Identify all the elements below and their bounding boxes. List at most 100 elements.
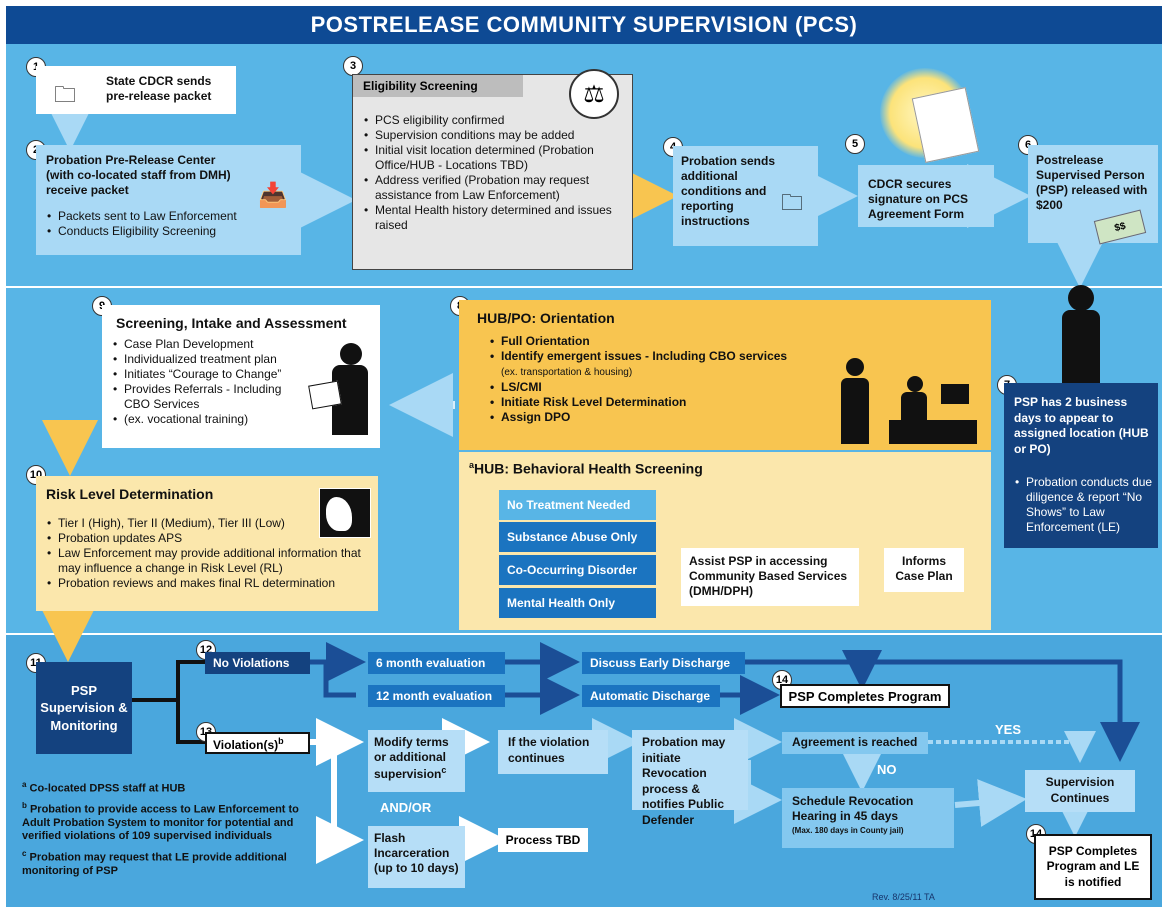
step-6-box: Postrelease Supervised Person (PSP) rele…	[1028, 145, 1158, 245]
footnote-text: Probation to provide access to Law Enfor…	[22, 803, 299, 842]
list-item-sub: (ex. vocational training)	[112, 412, 290, 427]
option-no-treatment: No Treatment Needed	[499, 490, 656, 520]
agreement-reached-box: Agreement is reached	[782, 732, 928, 754]
list-item: PCS eligibility confirmed	[363, 113, 629, 128]
schedule-text: Schedule Revocation Hearing in 45 days	[792, 794, 914, 823]
process-tbd-box: Process TBD	[498, 828, 588, 852]
step-5-text: CDCR secures signature on PCS Agreement …	[868, 177, 969, 221]
informs-case-plan-box: Informs Case Plan	[884, 548, 964, 592]
list-item: Mental Health history determined and iss…	[363, 203, 629, 233]
step-1-box: 🗀 State CDCR sends pre-release packet	[36, 66, 236, 114]
violation-continues-box: If the violation continues	[498, 730, 608, 774]
list-item: Individualized treatment plan	[112, 352, 290, 367]
list-item: Law Enforcement may provide additional i…	[46, 546, 376, 576]
footnote-c: c Probation may request that LE provide …	[22, 849, 322, 878]
list-item: Provides Referrals - Including CBO Servi…	[112, 382, 290, 412]
list-item: LS/CMI	[489, 380, 819, 395]
person-body	[1062, 310, 1100, 390]
list-item-sub: (ex. transportation & housing)	[501, 367, 633, 378]
footnote-text: Probation may request that LE provide ad…	[22, 851, 287, 877]
list-item: Probation updates APS	[46, 531, 376, 546]
footnote-mark: c	[22, 848, 27, 858]
step-number: 3	[343, 56, 363, 76]
step-8-title: HUB/PO: Orientation	[477, 310, 615, 326]
list-item: Tier I (High), Tier II (Medium), Tier II…	[46, 516, 376, 531]
step-11-box: PSP Supervision & Monitoring	[36, 662, 132, 754]
option-mental-health: Mental Health Only	[499, 588, 656, 618]
list-item: Probation conducts due diligence & repor…	[1014, 475, 1154, 535]
footnote-mark: a	[22, 780, 27, 789]
step-3-box: Eligibility Screening ⚖ PCS eligibility …	[352, 69, 633, 270]
step-2-title: Probation Pre-Release Center (with co-lo…	[46, 153, 231, 197]
step-9-list: Case Plan Development Individualized tre…	[112, 337, 290, 427]
folder-icon: 🗀	[54, 82, 77, 107]
list-item: Conducts Eligibility Screening	[46, 224, 286, 239]
step-4-box: Probation sends additional conditions an…	[673, 146, 818, 246]
step-3-list: PCS eligibility confirmed Supervision co…	[363, 113, 629, 233]
six-month-eval: 6 month evaluation	[368, 652, 505, 674]
step-2-box: Probation Pre-Release Center (with co-lo…	[36, 145, 301, 255]
step-8-box: HUB/PO: Orientation Full Orientation Ide…	[459, 300, 991, 450]
step-9-title: Screening, Intake and Assessment	[116, 315, 347, 331]
footnotes: a Co-located DPSS staff at HUB b Probati…	[22, 780, 322, 878]
money-icon: $$	[1093, 209, 1147, 245]
no-label: NO	[877, 762, 897, 777]
completes-program-box: PSP Completes Program	[780, 684, 950, 708]
list-item: Assign DPO	[489, 410, 819, 425]
revocation-box: Probation may initiate Revocation proces…	[632, 730, 748, 827]
supervision-continues-box: Supervision Continues	[1025, 770, 1135, 812]
behavioral-health-title: aHUB: Behavioral Health Screening	[469, 460, 703, 477]
list-item: Address verified (Probation may request …	[363, 173, 629, 203]
step-6-text: Postrelease Supervised Person (PSP) rele…	[1036, 153, 1148, 212]
step-1-text: State CDCR sends pre-release packet	[106, 74, 212, 103]
footnote-mark: b	[22, 800, 27, 810]
list-item: Full Orientation	[489, 334, 819, 349]
step-10-title: Risk Level Determination	[46, 486, 214, 502]
step-2-list: Packets sent to Law Enforcement Conducts…	[46, 209, 286, 239]
revision-label: Rev. 8/25/11 TA	[872, 892, 935, 902]
twelve-month-eval: 12 month evaluation	[368, 685, 505, 707]
list-item: Packets sent to Law Enforcement	[46, 209, 286, 224]
automatic-discharge: Automatic Discharge	[582, 685, 720, 707]
and-or-label: AND/OR	[380, 800, 432, 815]
list-item: Initiate Risk Level Determination	[489, 395, 819, 410]
step-3-title: Eligibility Screening	[353, 75, 523, 97]
no-violations-label: No Violations	[205, 652, 310, 674]
reading-person-icon	[308, 343, 370, 435]
page-title: POSTRELEASE COMMUNITY SUPERVISION (PCS)	[6, 6, 1162, 44]
list-item: Supervision conditions may be added	[363, 128, 629, 143]
standing-person-icon	[841, 358, 869, 444]
footnote-b: b Probation to provide access to Law Enf…	[22, 801, 322, 843]
assist-psp-box: Assist PSP in accessing Community Based …	[681, 548, 859, 606]
step-4-text: Probation sends additional conditions an…	[681, 154, 776, 228]
modify-terms-box: Modify terms or additional supervisionc	[368, 730, 465, 792]
list-item-text: Identify emergent issues - Including CBO…	[501, 349, 788, 363]
behavioral-health-box: aHUB: Behavioral Health Screening No Tre…	[459, 452, 991, 630]
seal-icon: ⚖	[569, 69, 619, 119]
schedule-revocation-box: Schedule Revocation Hearing in 45 days (…	[782, 788, 954, 848]
title-text: HUB: Behavioral Health Screening	[474, 460, 703, 477]
schedule-sub: (Max. 180 days in County jail)	[792, 826, 904, 835]
footnote-ref: b	[278, 736, 284, 746]
map-icon	[319, 488, 371, 538]
completes-notified-box: PSP Completes Program and LE is notified	[1034, 834, 1152, 900]
list-item: Probation reviews and makes final RL det…	[46, 576, 376, 591]
step-7-box: PSP has 2 business days to appear to ass…	[1004, 383, 1158, 548]
desk-worker-icon	[889, 376, 977, 444]
footnote-ref: c	[441, 765, 447, 775]
inbox-icon: 📥	[258, 182, 288, 209]
list-item: Identify emergent issues - Including CBO…	[489, 349, 819, 380]
footnote-text: Co-located DPSS staff at HUB	[29, 782, 186, 795]
step-10-box: Risk Level Determination Tier I (High), …	[36, 476, 378, 611]
list-item: Initiates “Courage to Change”	[112, 367, 290, 382]
footnote-ref: a	[469, 460, 475, 470]
footnote-a: a Co-located DPSS staff at HUB	[22, 780, 322, 795]
step-5-box: CDCR secures signature on PCS Agreement …	[858, 165, 994, 227]
yes-label: YES	[995, 722, 1022, 737]
violations-label: Violation(s)b	[205, 732, 310, 754]
early-discharge: Discuss Early Discharge	[582, 652, 745, 674]
option-co-occurring: Co-Occurring Disorder	[499, 555, 656, 585]
list-item: Case Plan Development	[112, 337, 290, 352]
option-substance-abuse: Substance Abuse Only	[499, 522, 656, 552]
